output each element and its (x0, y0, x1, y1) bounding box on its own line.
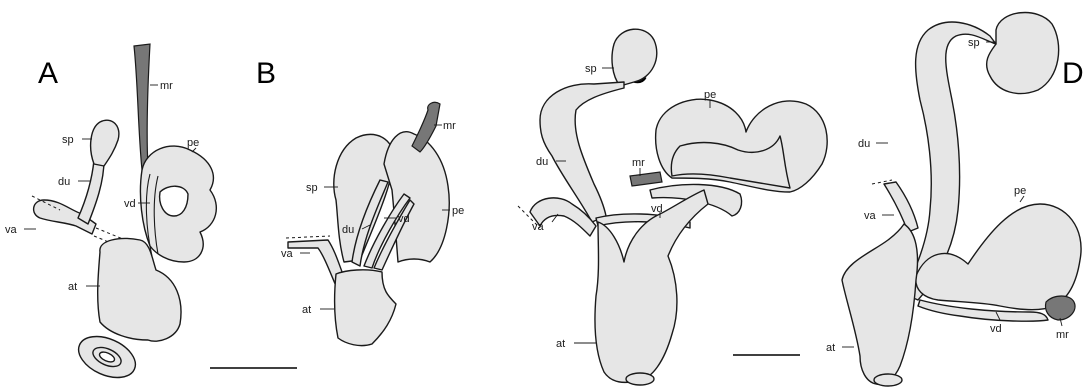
panel-a-label-at: at (68, 281, 77, 293)
panel-c-label-va: va (532, 221, 545, 233)
panel-b-label-du: du (342, 224, 354, 236)
panel-c-label-du: du (536, 156, 548, 168)
panel-c: C sp du va mr pe vd at (518, 29, 827, 385)
panel-a-label-du: du (58, 176, 70, 188)
panel-b-atrium (335, 270, 396, 346)
panel-b-label-sp: sp (306, 182, 318, 194)
panel-d-atrium (842, 224, 918, 384)
panel-c-label-pe: pe (704, 89, 716, 101)
panel-d-label-pe: pe (1014, 185, 1026, 197)
panel-d-label-du: du (858, 138, 870, 150)
panel-c-label-vd: vd (651, 203, 663, 215)
panel-d: D sp du va pe vd mr at (826, 13, 1084, 386)
panel-b-retractor-muscle (412, 102, 440, 152)
panel-d-letter: D (1062, 57, 1084, 90)
panel-b-label-vd: vd (398, 213, 410, 225)
panel-a-label-sp: sp (62, 134, 74, 146)
panel-d-vagina (884, 182, 918, 232)
panel-d-label-mr: mr (1056, 329, 1069, 341)
panel-a-retractor-muscle (134, 44, 150, 170)
panel-c-genital-pore (626, 373, 654, 385)
panel-b-label-pe: pe (452, 205, 464, 217)
panel-d-genital-pore (874, 374, 902, 386)
panel-a-label-mr: mr (160, 80, 173, 92)
panel-c-label-sp: sp (585, 63, 597, 75)
panel-b: B sp du va vd mr pe at (256, 57, 464, 346)
panel-c-label-at: at (556, 338, 565, 350)
panel-b-label-mr: mr (443, 120, 456, 132)
panel-d-spermatheca (987, 13, 1059, 94)
panel-a-bursa-duct (78, 160, 104, 224)
panel-d-label-sp: sp (968, 37, 980, 49)
panel-a-label-va: va (5, 224, 18, 236)
panel-a-letter: A (38, 57, 58, 90)
panel-a: A sp du va vd mr pe (5, 44, 216, 386)
panel-b-label-va: va (281, 248, 294, 260)
panel-b-label-at: at (302, 304, 311, 316)
panel-d-label-vd: vd (990, 323, 1002, 335)
panel-b-letter: B (256, 57, 276, 90)
panel-d-label-va: va (864, 210, 877, 222)
panel-d-label-at: at (826, 342, 835, 354)
panel-a-label-vd: vd (124, 198, 136, 210)
panel-a-spermatheca (91, 120, 119, 166)
panel-c-label-mr: mr (632, 157, 645, 169)
panel-a-label-pe: pe (187, 137, 199, 149)
panel-c-spermatheca (612, 29, 657, 86)
panel-c-retractor-muscle (630, 172, 662, 186)
panel-d-retractor-muscle (1046, 296, 1076, 320)
